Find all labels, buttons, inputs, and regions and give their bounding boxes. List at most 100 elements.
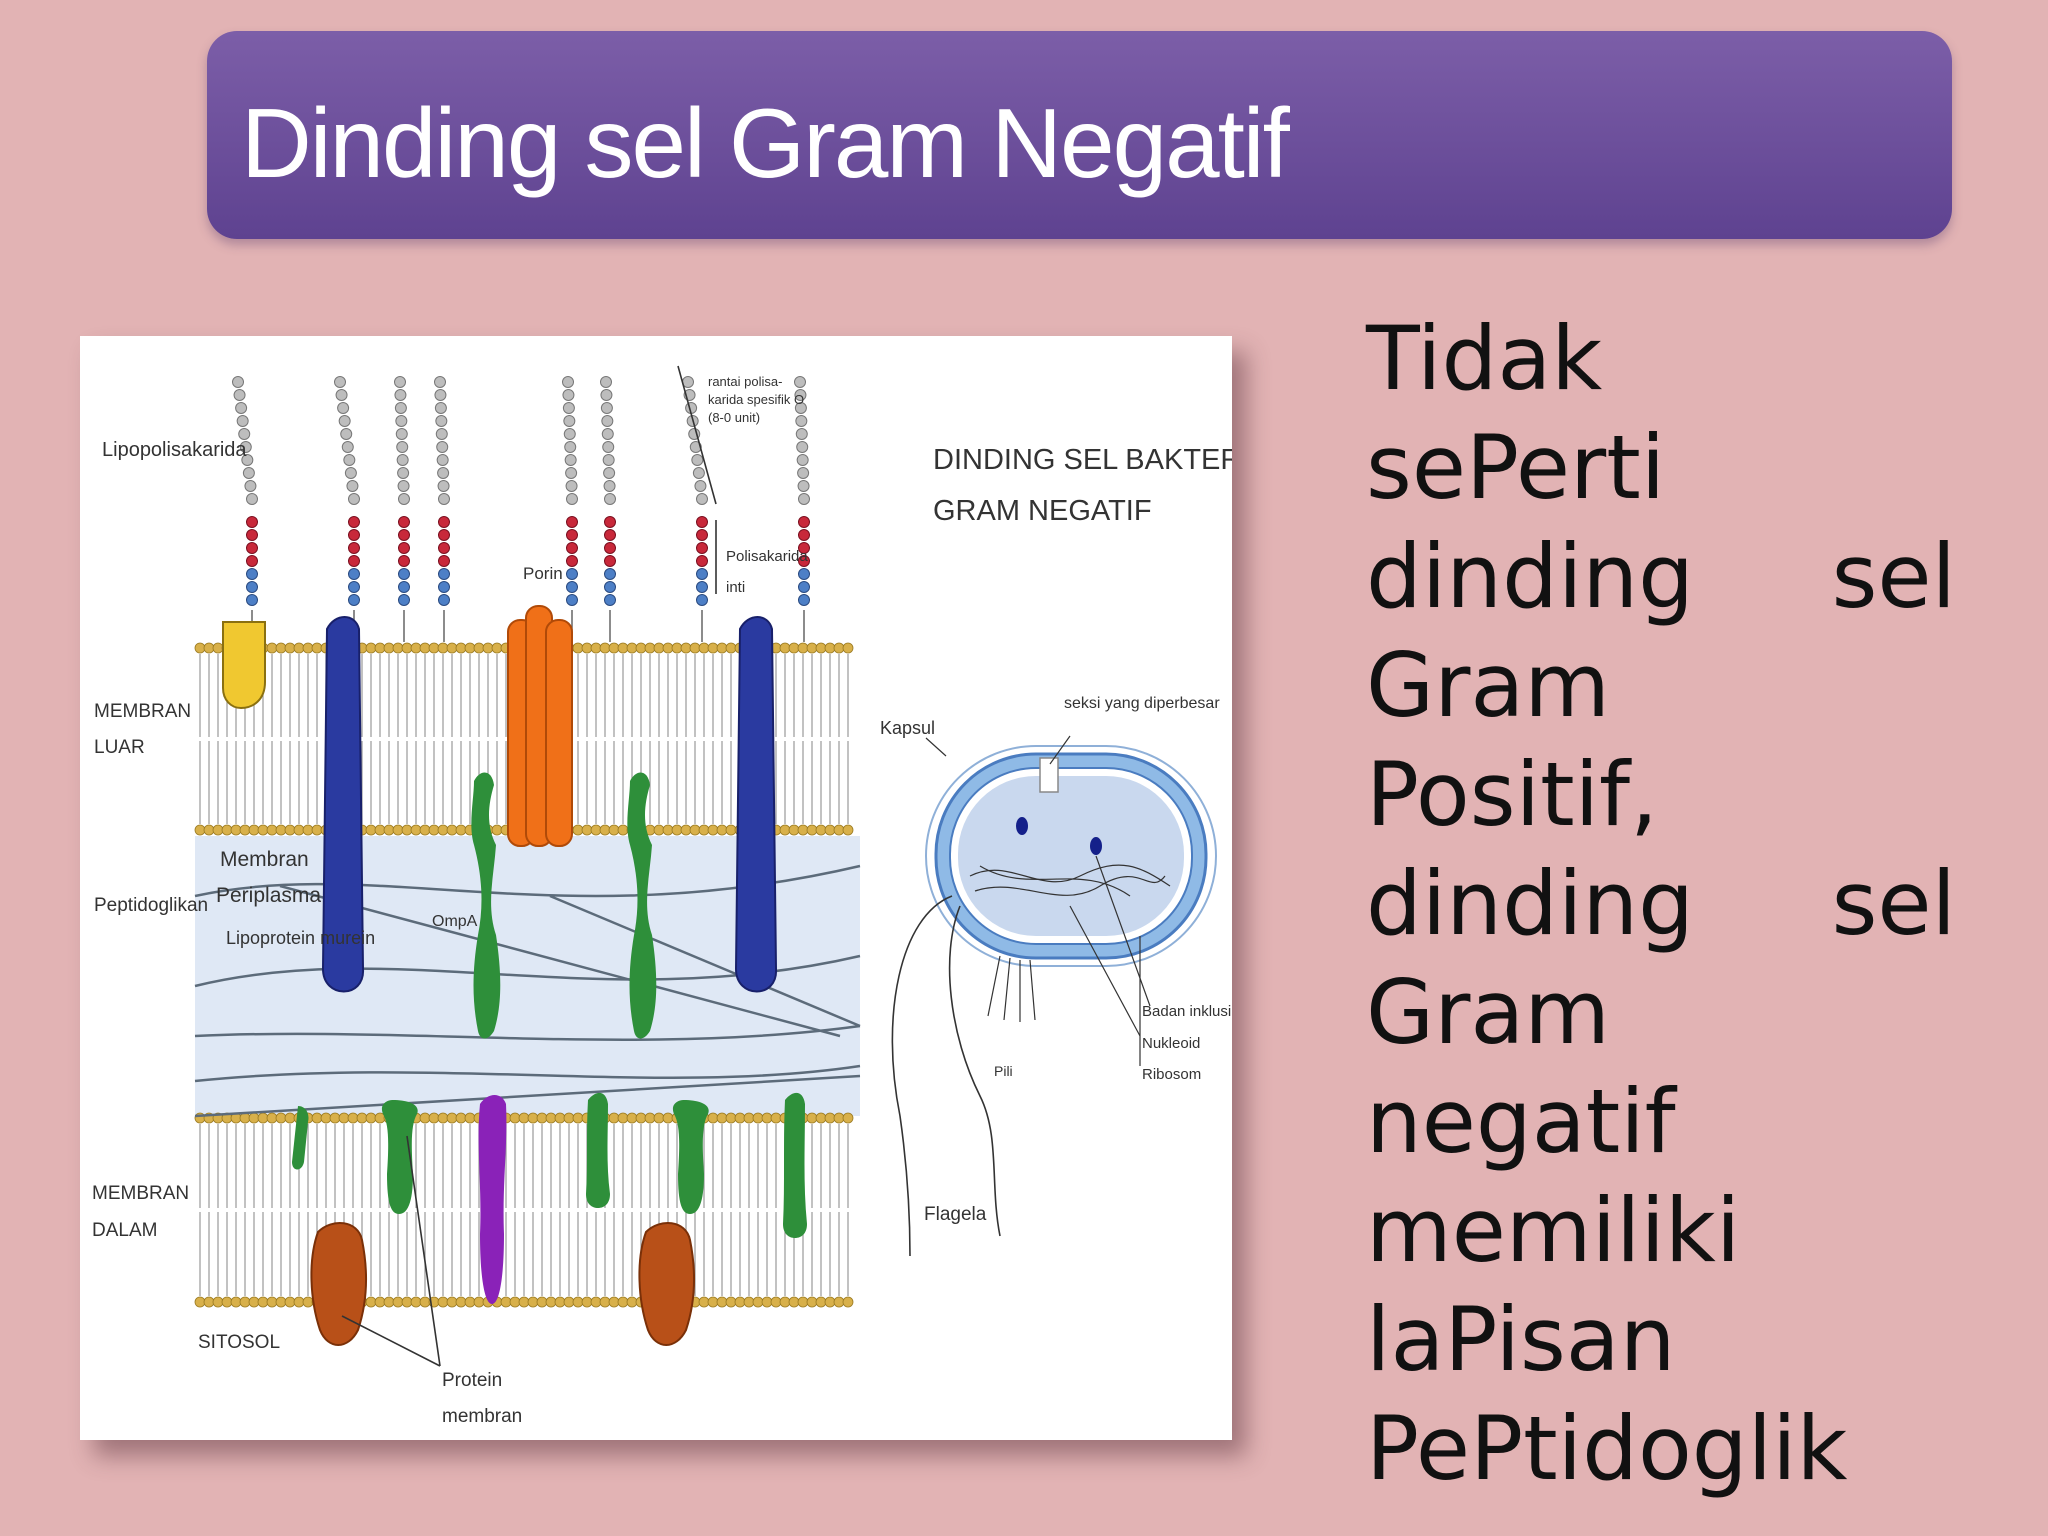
lipid-head	[401, 642, 413, 654]
lipid-head	[365, 642, 377, 654]
o-antigen-unit	[795, 428, 808, 440]
enlarged-section-marker	[1039, 757, 1059, 793]
lipid-head	[590, 824, 602, 836]
lipid-head	[599, 642, 611, 654]
lipid-head	[824, 1112, 836, 1124]
lipid-head	[797, 1296, 809, 1308]
label-membran-luar-1: MEMBRAN	[94, 701, 191, 722]
o-antigen-unit	[436, 441, 449, 453]
lipid-head	[302, 642, 314, 654]
o-antigen-unit	[395, 428, 408, 440]
body-word: laPisan	[1366, 1288, 1676, 1391]
label-ompa: OmpA	[432, 913, 478, 930]
lipid-head	[761, 1296, 773, 1308]
o-antigen-unit	[244, 480, 257, 492]
o-antigen-unit	[344, 467, 357, 479]
o-antigen-unit	[602, 454, 615, 466]
core-sugar-red	[398, 555, 410, 567]
lipid-head	[419, 1296, 431, 1308]
lipid-head	[626, 1112, 638, 1124]
o-antigen-unit	[398, 493, 410, 505]
core-sugar-red	[696, 542, 708, 554]
lipid-head	[293, 642, 305, 654]
lipid-head	[725, 824, 737, 836]
body-word: memiliki	[1366, 1179, 1741, 1282]
label-flagela: Flagela	[924, 1204, 987, 1225]
lipid-head	[815, 1112, 827, 1124]
lipid-head	[284, 642, 296, 654]
lipid-head	[491, 642, 503, 654]
lipid-head	[770, 1296, 782, 1308]
o-antigen-unit	[437, 467, 450, 479]
lipid-head	[653, 824, 665, 836]
o-antigen-unit	[239, 441, 252, 453]
lipid-head	[428, 642, 440, 654]
lipid-head	[770, 1112, 782, 1124]
core-sugar-red	[566, 555, 578, 567]
lipid-head	[689, 642, 701, 654]
lps-chains	[232, 376, 810, 642]
core-sugar-blue	[246, 568, 258, 580]
lipid-head	[482, 642, 494, 654]
label-sitosol: SITOSOL	[198, 1332, 280, 1353]
lipid-head	[572, 1296, 584, 1308]
body-word: dinding	[1366, 525, 1695, 628]
inner-protein-5	[783, 1092, 807, 1238]
o-antigen-unit	[236, 415, 249, 427]
lipid-head	[203, 642, 215, 654]
lipid-head	[338, 1112, 350, 1124]
lipid-head	[239, 824, 251, 836]
lipid-head	[662, 824, 674, 836]
lipid-head	[365, 824, 377, 836]
lipid-head	[293, 1296, 305, 1308]
lipid-head	[716, 642, 728, 654]
lipid-head	[455, 1112, 467, 1124]
o-antigen-unit	[340, 428, 353, 440]
label-diagram-heading-2: GRAM NEGATIF	[933, 495, 1152, 527]
lipoprotein-left	[321, 616, 365, 993]
o-antigen-unit	[795, 415, 808, 427]
o-antigen-unit	[338, 415, 351, 427]
body-line: laPisan	[1366, 1285, 1956, 1394]
lipid-head	[221, 824, 233, 836]
body-line: Tidak	[1366, 304, 1956, 413]
lipid-head	[428, 824, 440, 836]
label-ribosom: Ribosom	[1142, 1066, 1201, 1083]
core-sugar-blue	[438, 594, 450, 606]
ompa-protein-1	[471, 772, 501, 1039]
body-word: dinding	[1366, 852, 1695, 955]
lipid-head	[257, 1296, 269, 1308]
lipid-head	[455, 1296, 467, 1308]
lipid-head	[725, 1296, 737, 1308]
core-sugar-red	[246, 555, 258, 567]
lipid-head	[563, 1112, 575, 1124]
lipid-head	[284, 824, 296, 836]
body-word: Gram	[1366, 961, 1611, 1064]
lipid-head	[446, 1296, 458, 1308]
lipid-head	[428, 1112, 440, 1124]
o-antigen-unit	[796, 454, 809, 466]
lipid-head	[518, 1296, 530, 1308]
lipid-head	[734, 1296, 746, 1308]
lipid-head	[635, 1112, 647, 1124]
lipid-head	[626, 642, 638, 654]
core-sugar-red	[246, 542, 258, 554]
o-antigen-unit	[566, 493, 578, 505]
o-antigen-unit	[435, 415, 448, 427]
lipid-head	[257, 1112, 269, 1124]
lipid-head	[581, 824, 593, 836]
core-sugar-red	[566, 516, 578, 528]
lipid-head	[311, 642, 323, 654]
core-sugar-red	[696, 516, 708, 528]
lipid-head	[617, 1296, 629, 1308]
lipid-head	[680, 642, 692, 654]
lipid-head	[248, 1296, 260, 1308]
lipid-head	[248, 824, 260, 836]
lipid-head	[392, 824, 404, 836]
lipid-head	[365, 1296, 377, 1308]
core-sugar-red	[348, 555, 360, 567]
label-protein-1: Protein	[442, 1370, 502, 1391]
lipid-head	[824, 642, 836, 654]
lipid-head	[464, 1112, 476, 1124]
